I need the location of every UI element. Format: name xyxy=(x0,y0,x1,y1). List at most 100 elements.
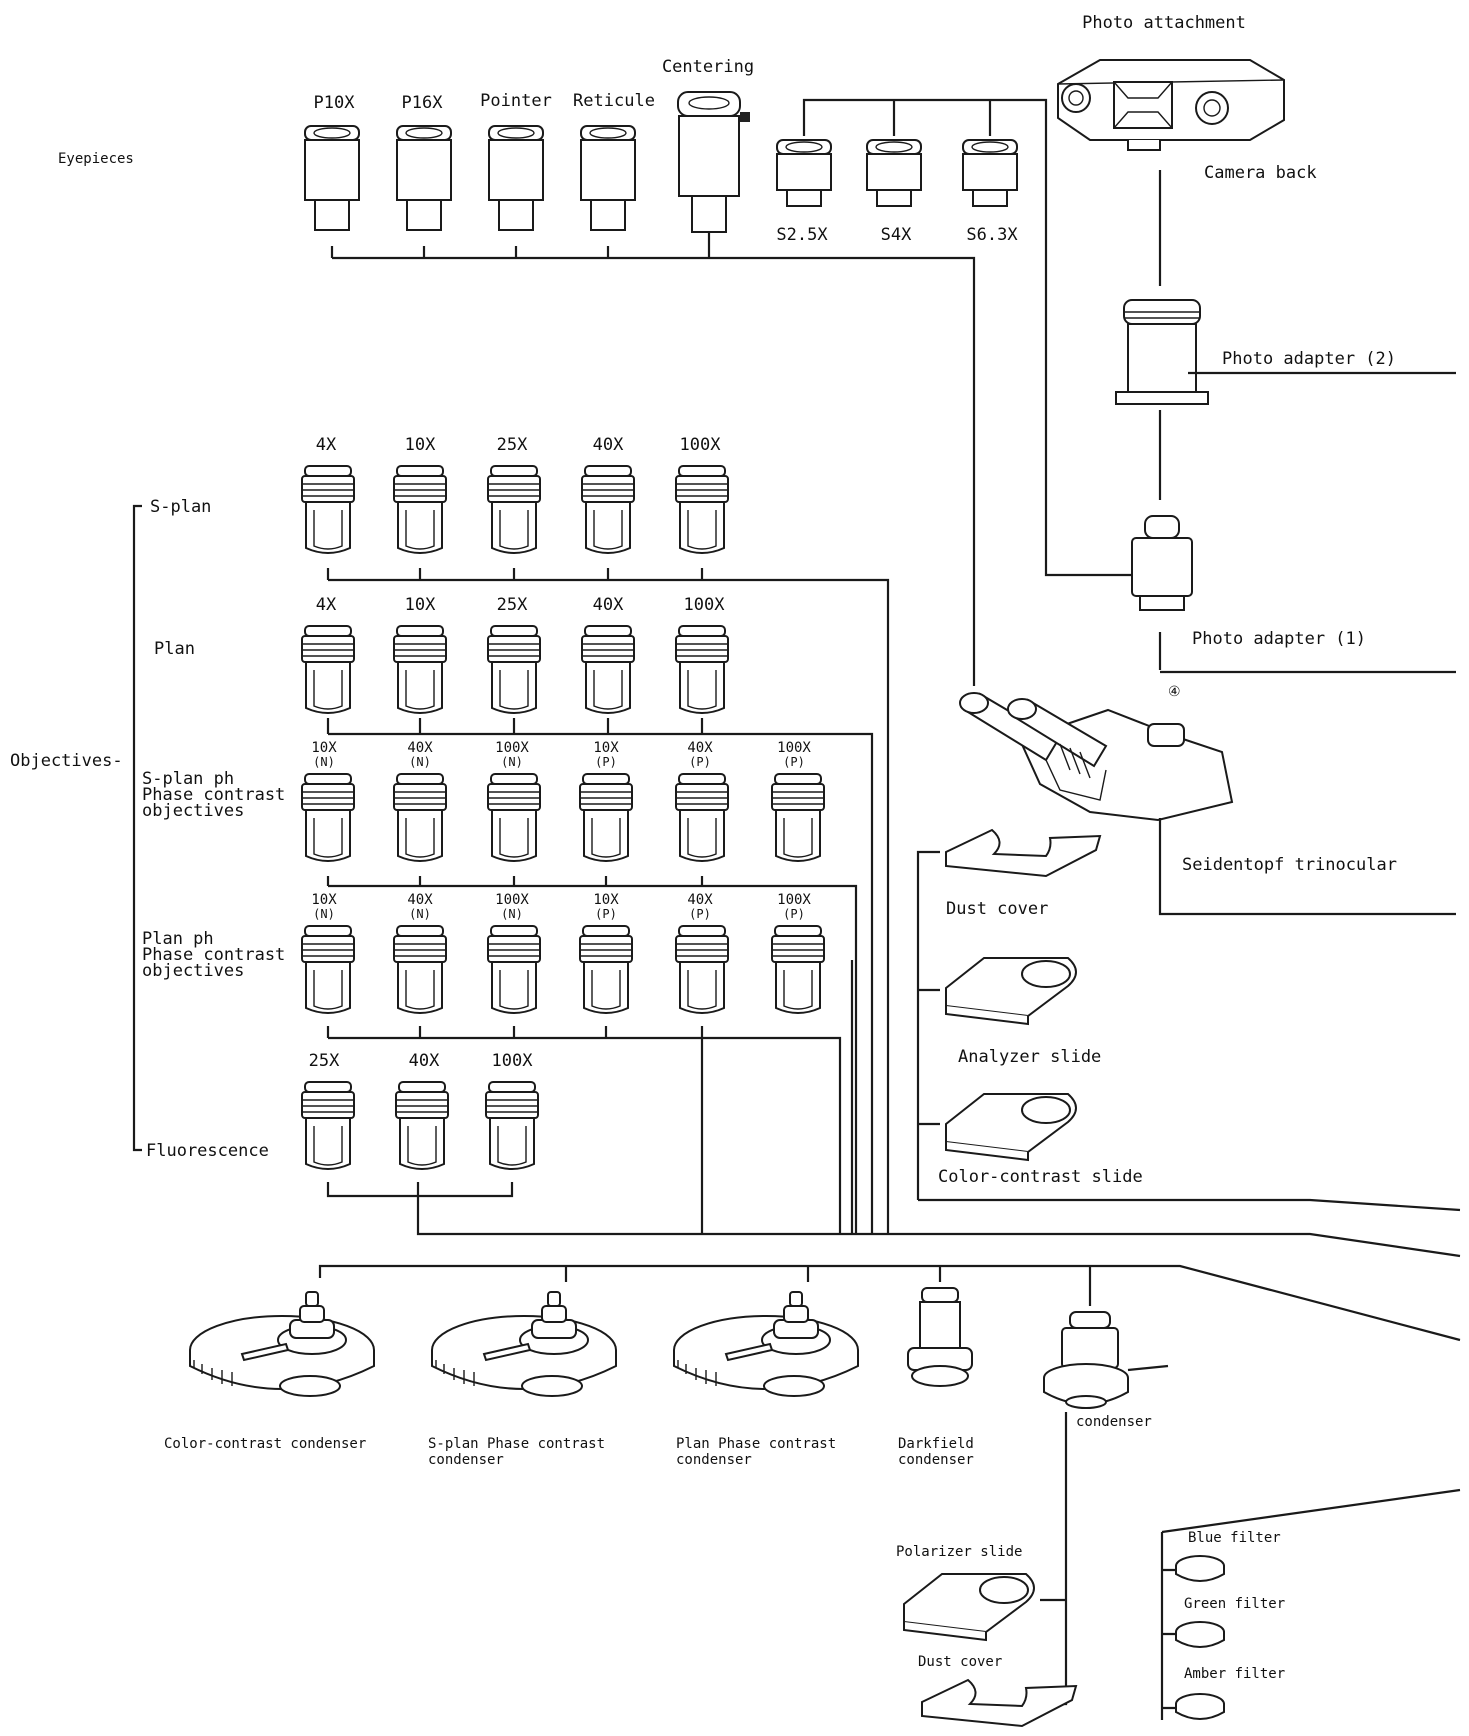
s-plan-ph-label-3: objectives xyxy=(142,801,244,821)
s-plan-objective-4x xyxy=(302,466,354,553)
plan-mag-100x: 100X xyxy=(684,595,726,615)
s-plan-mag-4x: 4X xyxy=(316,435,337,455)
photo-attachment xyxy=(1058,60,1284,150)
s-plan-ph-type-4: (P) xyxy=(595,755,617,769)
fluorescence-label: Fluorescence xyxy=(146,1141,269,1161)
color-contrast-slide xyxy=(946,1094,1076,1160)
plan-objective-25x xyxy=(488,626,540,713)
s-plan-ph-mag-100x-n: 100X xyxy=(495,740,529,756)
plan-ph-type-2: (N) xyxy=(409,907,431,921)
photo-adapter-1 xyxy=(1132,516,1192,610)
color-contrast-condenser-label: Color-contrast condenser xyxy=(164,1436,366,1452)
s-plan-objective-40x xyxy=(582,466,634,553)
s-plan-ph-mag-10x-p: 10X xyxy=(593,740,619,756)
plan-ph-type-3: (N) xyxy=(501,907,523,921)
plan-ph-type-6: (P) xyxy=(783,907,805,921)
seidentopf-trinocular-label: Seidentopf trinocular xyxy=(1182,855,1397,875)
plan-objective-100x xyxy=(676,626,728,713)
plan-ph-mag-40x-p: 40X xyxy=(687,892,713,908)
condenser-label: condenser xyxy=(1076,1414,1152,1430)
plan-ph-type-5: (P) xyxy=(689,907,711,921)
blue-filter-label: Blue filter xyxy=(1188,1530,1281,1546)
plan-ph-objective-100x-p xyxy=(772,926,824,1013)
s-plan-ph-type-1: (N) xyxy=(313,755,335,769)
plan-objective-10x xyxy=(394,626,446,713)
fluorescence-objective-40x xyxy=(396,1082,448,1169)
s-plan-objective-100x xyxy=(676,466,728,553)
fluorescence-mag-25x: 25X xyxy=(309,1051,340,1071)
plan-mag-40x: 40X xyxy=(593,595,624,615)
photo-eyepiece-label-s4x: S4X xyxy=(881,225,912,245)
fluorescence-mag-100x: 100X xyxy=(492,1051,534,1071)
s-plan-phase-contrast-condenser xyxy=(432,1292,616,1396)
eyepiece-drops xyxy=(332,232,709,258)
seidentopf-trinocular-head xyxy=(960,693,1232,820)
plan-ph-objective-40x-p xyxy=(676,926,728,1013)
eyepiece-label-p10x: P10X xyxy=(314,93,356,113)
condenser xyxy=(1044,1312,1168,1408)
s-plan-ph-type-5: (P) xyxy=(689,755,711,769)
objectives-group-label: Objectives- xyxy=(10,751,123,771)
plan-ph-mag-labels: 10X 40X 100X 10X 40X 100X (N) (N) (N) (P… xyxy=(311,892,811,921)
photo-attachment-label: Photo attachment xyxy=(1082,13,1246,33)
plan-objective-4x xyxy=(302,626,354,713)
eyepiece-p10x xyxy=(305,126,359,230)
analyzer-slide-label: Analyzer slide xyxy=(958,1047,1101,1067)
plan-objective-40x xyxy=(582,626,634,713)
s-plan-ph-type-6: (P) xyxy=(783,755,805,769)
dust-cover-lower-label: Dust cover xyxy=(918,1654,1002,1670)
amber-filter-label: Amber filter xyxy=(1184,1666,1285,1682)
s-plan-mag-10x: 10X xyxy=(405,435,436,455)
s-plan-ph-objective-100x-n xyxy=(488,774,540,861)
fluorescence-mag-40x: 40X xyxy=(409,1051,440,1071)
marker-4: ④ xyxy=(1168,684,1181,700)
s-plan-label: S-plan xyxy=(150,497,211,517)
plan-ph-objective-10x-p xyxy=(580,926,632,1013)
plan-ph-objective-40x-n xyxy=(394,926,446,1013)
s-plan-ph-mag-40x-p: 40X xyxy=(687,740,713,756)
s-plan-objective-10x xyxy=(394,466,446,553)
photo-eyepiece-label-s2-5x: S2.5X xyxy=(776,225,828,245)
plan-mag-25x: 25X xyxy=(497,595,528,615)
plan-mag-10x: 10X xyxy=(405,595,436,615)
color-contrast-condenser xyxy=(190,1292,374,1396)
s-plan-phase-condenser-label-2: condenser xyxy=(428,1452,504,1468)
photo-eyepiece-s2-5x xyxy=(777,140,831,206)
dust-cover-upper xyxy=(946,830,1100,876)
plan-ph-type-4: (P) xyxy=(595,907,617,921)
s-plan-ph-mag-10x-n: 10X xyxy=(311,740,337,756)
plan-phase-condenser-label-2: condenser xyxy=(676,1452,752,1468)
plan-phase-condenser-label-1: Plan Phase contrast xyxy=(676,1436,836,1452)
s-plan-ph-objective-40x-p xyxy=(676,774,728,861)
blue-filter xyxy=(1176,1556,1224,1581)
eyepiece-label-pointer: Pointer xyxy=(480,91,552,111)
eyepiece-centering xyxy=(678,92,750,232)
fluorescence-bus-line xyxy=(328,1182,1460,1256)
s-plan-ph-type-2: (N) xyxy=(409,755,431,769)
eyepiece-pointer xyxy=(489,126,543,230)
s-plan-ph-objective-10x-n xyxy=(302,774,354,861)
s-plan-mag-25x: 25X xyxy=(497,435,528,455)
eyepieces-group-label: Eyepieces xyxy=(58,151,134,167)
photo-adapter-2 xyxy=(1116,300,1208,404)
amber-filter xyxy=(1176,1694,1224,1719)
dust-cover-lower xyxy=(922,1680,1076,1726)
s-plan-mag-40x: 40X xyxy=(593,435,624,455)
eyepiece-label-centering: Centering xyxy=(662,57,754,77)
plan-ph-type-1: (N) xyxy=(313,907,335,921)
polarizer-slide-label: Polarizer slide xyxy=(896,1544,1022,1560)
photo-adapter-1-label: Photo adapter (1) xyxy=(1192,629,1366,649)
s-plan-objective-25x xyxy=(488,466,540,553)
eyepiece-reticule xyxy=(581,126,635,230)
darkfield-condenser xyxy=(908,1288,972,1386)
plan-mag-4x: 4X xyxy=(316,595,337,615)
fluorescence-objective-25x xyxy=(302,1082,354,1169)
photo-adapter-2-label: Photo adapter (2) xyxy=(1222,349,1396,369)
s-plan-phase-condenser-label-1: S-plan Phase contrast xyxy=(428,1436,605,1452)
plan-ph-objective-100x-n xyxy=(488,926,540,1013)
eyepiece-p16x xyxy=(397,126,451,230)
s-plan-ph-objective-40x-n xyxy=(394,774,446,861)
plan-ph-mag-100x-n: 100X xyxy=(495,892,529,908)
s-plan-ph-mag-40x-n: 40X xyxy=(407,740,433,756)
